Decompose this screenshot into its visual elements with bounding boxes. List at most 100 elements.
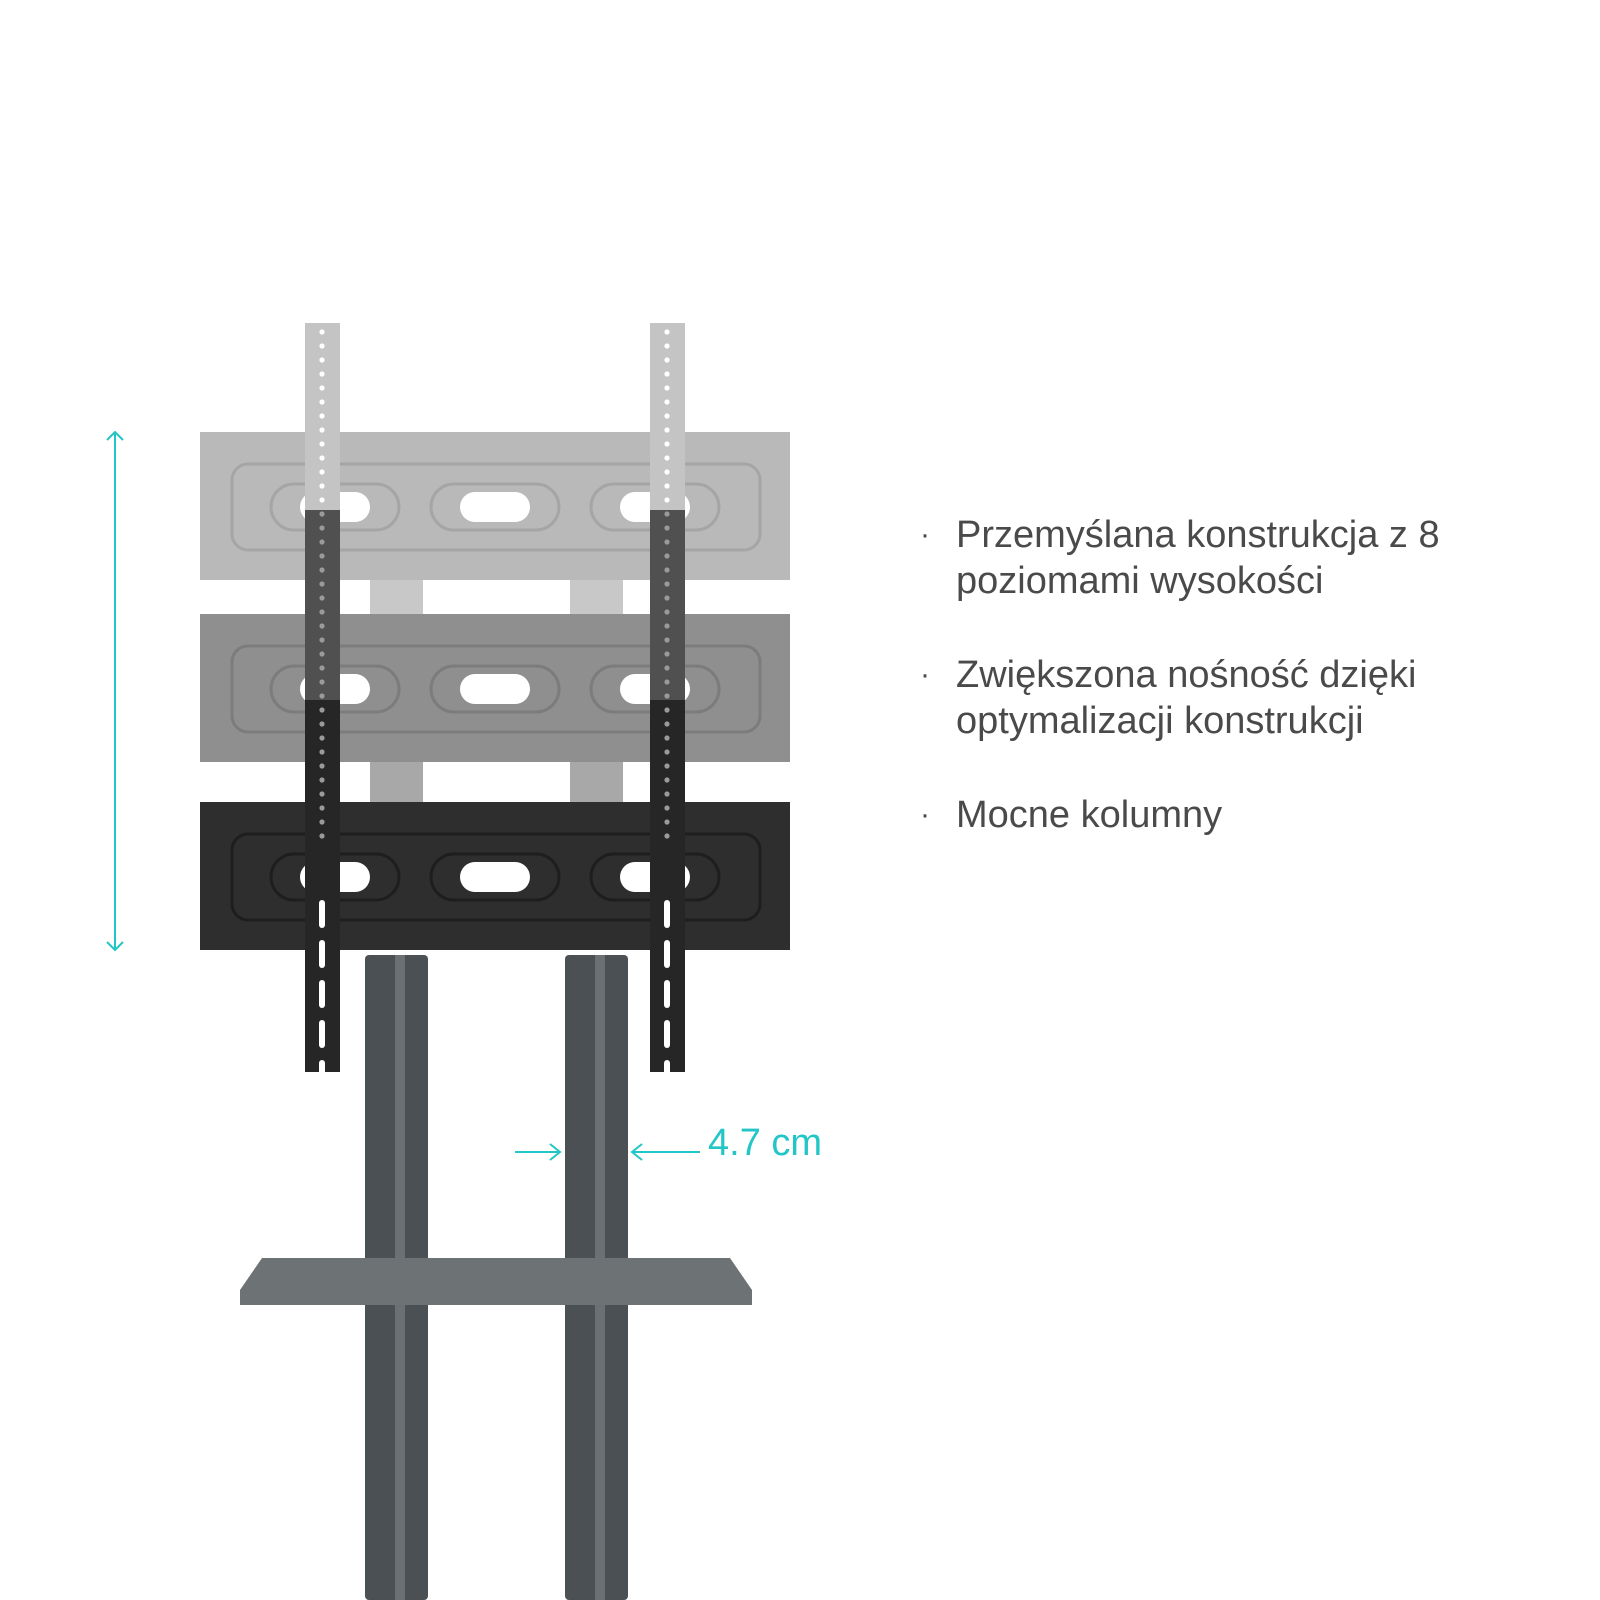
bracket-hole: [664, 805, 670, 811]
bracket-hole: [664, 693, 670, 699]
bracket-hole: [319, 679, 325, 685]
bracket-hole: [319, 413, 325, 419]
feature-item: ·Przemyślana konstrukcja z 8 poziomami w…: [920, 512, 1520, 604]
bracket-hole: [319, 819, 325, 825]
feature-item: · Mocne kolumny: [920, 792, 1520, 838]
bracket-middle: [650, 510, 685, 700]
bracket-hole: [319, 469, 325, 475]
bracket-hole: [664, 399, 670, 405]
plate-recess: [230, 462, 762, 552]
bracket-hole: [664, 567, 670, 573]
feature-text: Mocne kolumny: [956, 794, 1223, 836]
bracket-hole: [664, 623, 670, 629]
bracket-hole: [664, 413, 670, 419]
bracket-lower: [650, 700, 685, 1072]
bracket-hole: [664, 791, 670, 797]
column-segment: [370, 578, 423, 618]
bracket-hole: [664, 679, 670, 685]
bracket-hole: [664, 441, 670, 447]
bullet: ·: [920, 658, 930, 691]
plate-recess: [230, 644, 762, 734]
bracket-hole: [319, 511, 325, 517]
slot-outline: [429, 852, 561, 902]
bracket-hole: [664, 455, 670, 461]
vesa-brackets: [305, 323, 685, 1088]
slot-hole: [460, 492, 530, 522]
bracket-hole: [664, 427, 670, 433]
bracket-hole: [664, 553, 670, 559]
mounting-plate: [200, 802, 790, 950]
bracket-hole: [319, 623, 325, 629]
bracket-hole: [319, 553, 325, 559]
bracket-hole: [319, 441, 325, 447]
bracket-hole: [664, 595, 670, 601]
bracket-hole: [319, 833, 325, 839]
feature-text: Zwiększona nośność dzięki optymalizacji …: [956, 654, 1417, 742]
bracket-hole: [319, 567, 325, 573]
bracket-hole: [664, 539, 670, 545]
mounting-plate: [200, 432, 790, 580]
bracket-hole: [319, 749, 325, 755]
bracket-hole: [664, 665, 670, 671]
bracket-hole: [319, 371, 325, 377]
bracket-hole: [319, 693, 325, 699]
column-diameter-label: 4.7 cm: [708, 1122, 823, 1164]
feature-text: Przemyślana konstrukcja z 8 poziomami wy…: [956, 514, 1440, 602]
bracket-hole: [319, 483, 325, 489]
bracket-hole: [319, 581, 325, 587]
bracket-hole: [319, 357, 325, 363]
bracket-slot: [319, 1060, 325, 1088]
bracket-hole: [664, 497, 670, 503]
bracket-hole: [664, 777, 670, 783]
bracket-hole: [664, 525, 670, 531]
feature-list: · Przemyślana konstrukcja z 8 poziomami w…: [920, 512, 1520, 886]
slot-outline: [429, 664, 561, 714]
bracket-hole: [319, 805, 325, 811]
bracket-slot: [664, 940, 670, 968]
bracket-hole: [319, 777, 325, 783]
bracket-slot: [664, 1060, 670, 1088]
bracket-slot: [319, 1020, 325, 1048]
bracket-hole: [319, 665, 325, 671]
vesa-bracket: [650, 323, 685, 1088]
bracket-hole: [664, 749, 670, 755]
bracket-hole: [319, 427, 325, 433]
bracket-hole: [319, 707, 325, 713]
bracket-hole: [664, 707, 670, 713]
slot-hole: [460, 862, 530, 892]
bracket-slot: [319, 900, 325, 928]
bracket-hole: [664, 763, 670, 769]
bracket-hole: [664, 819, 670, 825]
bracket-lower: [305, 700, 340, 1072]
bracket-hole: [319, 637, 325, 643]
column-segment: [570, 578, 623, 618]
bracket-hole: [319, 385, 325, 391]
bracket-hole: [319, 763, 325, 769]
bullet: ·: [920, 798, 930, 831]
height-arrow-icon: [106, 430, 124, 952]
bracket-hole: [319, 399, 325, 405]
bracket-hole: [319, 497, 325, 503]
bracket-slot: [664, 980, 670, 1008]
bracket-hole: [664, 609, 670, 615]
mounting-plate: [200, 614, 790, 762]
vesa-bracket: [305, 323, 340, 1088]
plate-recess: [230, 832, 762, 922]
bracket-hole: [319, 721, 325, 727]
bracket-hole: [319, 791, 325, 797]
bracket-slot: [319, 940, 325, 968]
bracket-slot: [319, 980, 325, 1008]
bracket-middle: [305, 510, 340, 700]
bracket-hole: [319, 651, 325, 657]
bracket-hole: [664, 651, 670, 657]
bracket-hole: [664, 385, 670, 391]
diameter-arrows-icon: [515, 1143, 700, 1161]
bracket-hole: [319, 539, 325, 545]
slot-hole: [460, 674, 530, 704]
bracket-hole: [319, 609, 325, 615]
bracket-hole: [319, 525, 325, 531]
slot-outline: [429, 482, 561, 532]
bracket-slot: [664, 900, 670, 928]
bracket-hole: [319, 343, 325, 349]
column-segment: [570, 762, 623, 804]
